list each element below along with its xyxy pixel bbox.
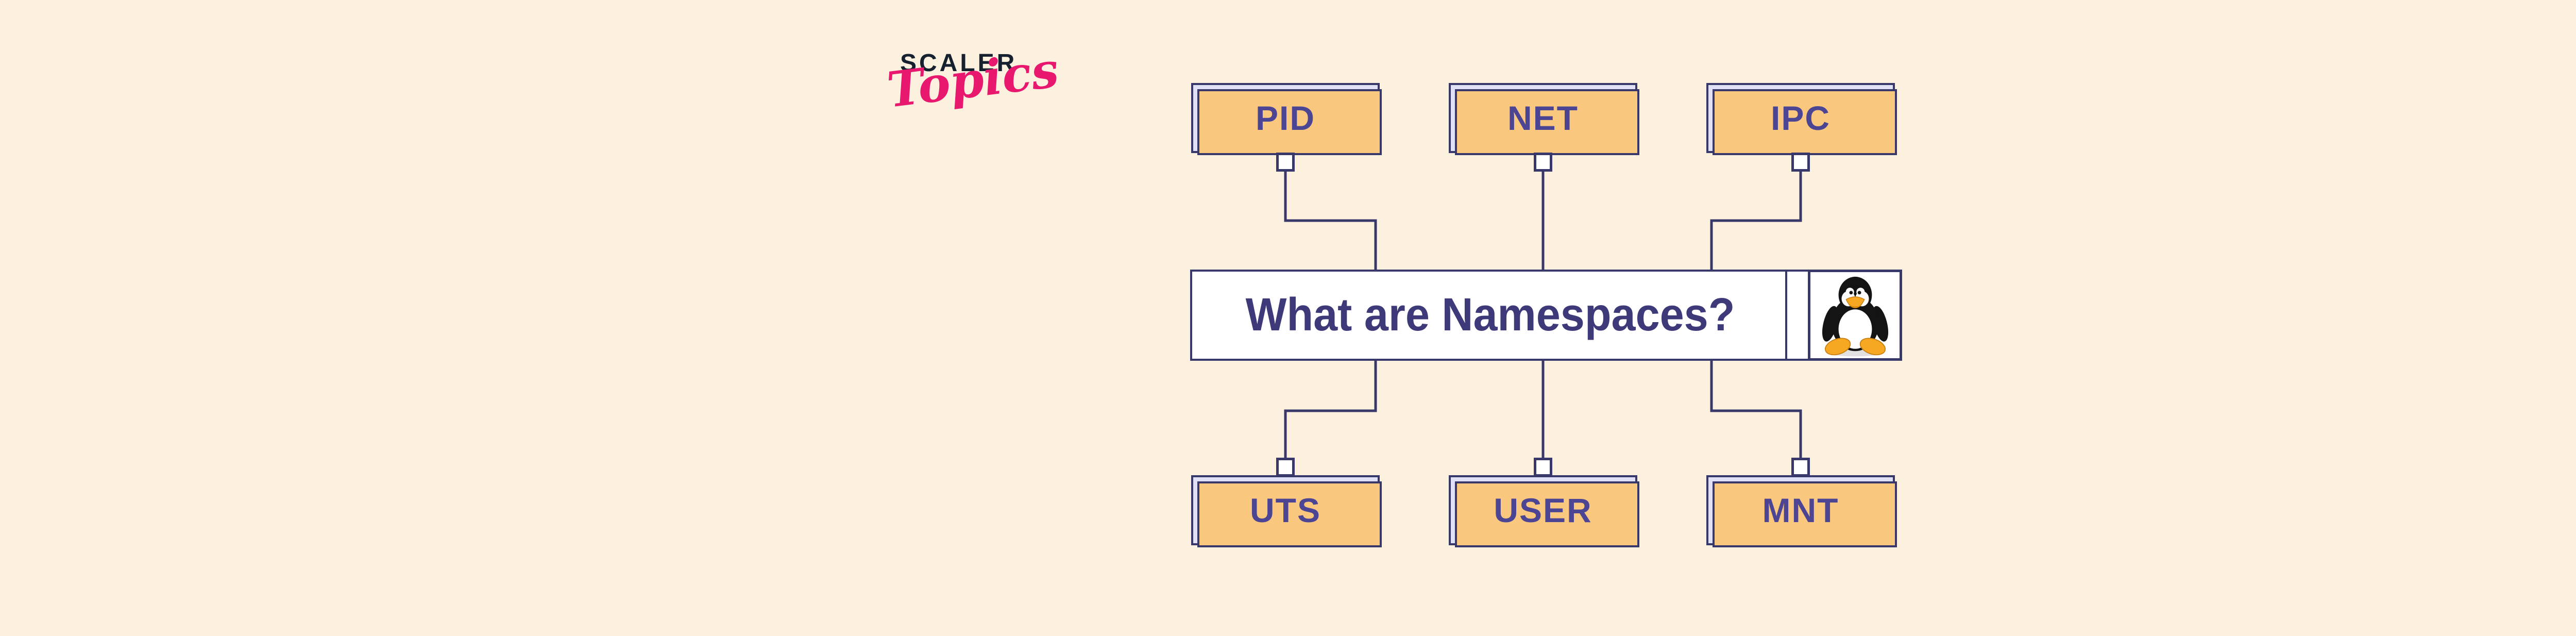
- center-title-box: What are Namespaces?: [1190, 270, 1902, 361]
- port-ipc: [1791, 153, 1810, 172]
- node-ipc-label: IPC: [1770, 99, 1831, 137]
- node-mnt: MNT: [1706, 475, 1897, 547]
- node-ipc: IPC: [1706, 83, 1897, 155]
- node-mnt-label: MNT: [1762, 491, 1839, 529]
- diagram-title: What are Namespaces?: [1245, 289, 1735, 341]
- port-uts: [1276, 458, 1295, 477]
- node-net: NET: [1449, 83, 1639, 155]
- tux-box: [1808, 270, 1902, 361]
- connector-ipc-center: [1710, 162, 1802, 270]
- node-net-label: NET: [1507, 99, 1579, 137]
- node-pid: PID: [1191, 83, 1382, 155]
- node-pid-label: PID: [1255, 99, 1316, 137]
- node-uts-label: UTS: [1250, 491, 1321, 529]
- scaler-topics-logo: SCALER Topics: [884, 42, 1061, 147]
- port-mnt: [1791, 458, 1810, 477]
- port-user: [1534, 458, 1552, 477]
- connector-center-uts: [1284, 361, 1377, 459]
- title-tux-divider: [1785, 270, 1787, 361]
- node-user-label: USER: [1494, 491, 1592, 529]
- logo-brand-wordmark: SCALER: [900, 49, 1018, 77]
- node-uts: UTS: [1191, 475, 1382, 547]
- tux-linux-penguin-icon: [1822, 276, 1888, 357]
- port-pid: [1276, 153, 1295, 172]
- node-user: USER: [1449, 475, 1639, 547]
- connector-center-mnt: [1710, 361, 1802, 459]
- port-net: [1534, 153, 1552, 172]
- connector-pid-center: [1284, 162, 1377, 270]
